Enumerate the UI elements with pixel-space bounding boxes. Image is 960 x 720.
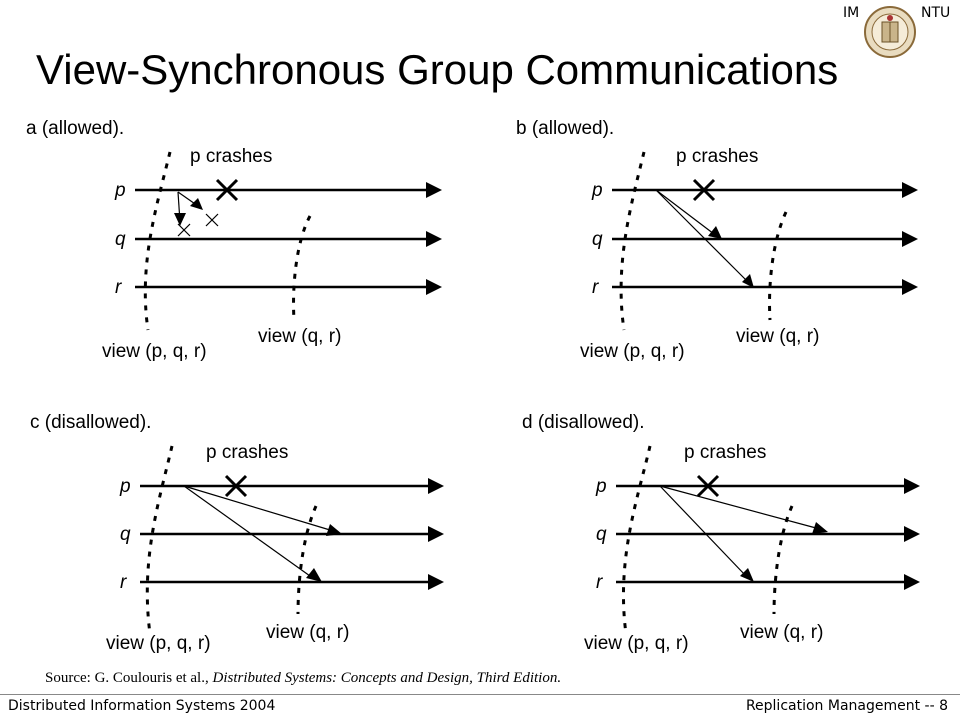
view-boundary-after [772,505,794,615]
lost-message-x-icon [177,213,219,237]
diagram-d-view-before-label: view (p, q, r) [584,633,689,654]
diagram-a-canvas: a (allowed). p crashes p q r [26,118,442,362]
diagram-b-view-before-label: view (p, q, r) [580,341,685,362]
diagram-a-view-after-label: view (q, r) [258,326,341,347]
diagram-d-label-q: q [596,524,607,545]
corner-label-ntu: NTU [921,5,951,21]
crash-x-icon [224,474,248,498]
view-boundary-before [145,445,174,635]
diagram-b-label-p: p [591,180,603,201]
view-boundary-before [143,151,172,331]
diagram-d-caption: d (disallowed). [522,412,645,433]
diagram-a: a (allowed). p crashes p q r [20,112,500,382]
crash-x-icon [215,178,239,202]
footer-course: Distributed Information Systems 2004 [8,698,276,714]
diagram-a-caption: a (allowed). [26,118,124,139]
diagram-d: d (disallowed). p crashes p q r view (p,… [496,408,960,678]
diagram-b-label-q: q [592,229,603,250]
crash-x-icon [692,178,716,202]
slide-title: View-Synchronous Group Communications [36,46,839,93]
footer-divider [0,694,960,695]
diagram-a-label-p: p [114,180,126,201]
diagram-c-caption: c (disallowed). [30,412,151,433]
diagram-d-crash-label: p crashes [684,442,766,463]
diagram-a-view-before-label: view (p, q, r) [102,341,207,362]
diagram-d-label-p: p [595,476,607,497]
source-book-title: Distributed Systems: Concepts and Design… [212,670,562,686]
diagram-c-label-p: p [119,476,131,497]
corner-label-im: IM [843,5,860,21]
diagram-b-crash-label: p crashes [676,146,758,167]
diagram-a-label-q: q [115,229,126,250]
diagram-d-timelines [616,484,906,584]
diagram-c: c (disallowed). p crashes p q r view (p,… [20,408,500,678]
diagram-d-view-after-label: view (q, r) [740,622,823,643]
university-seal-icon [864,6,916,58]
diagram-c-label-q: q [120,524,131,545]
diagram-c-crash-label: p crashes [206,442,288,463]
diagram-a-timelines [135,188,428,289]
diagram-d-messages [659,485,817,577]
footer-page: Replication Management -- 8 [745,698,948,714]
diagram-c-messages [183,485,331,577]
diagram-c-canvas: c (disallowed). p crashes p q r view (p,… [30,412,444,654]
diagram-b-caption: b (allowed). [516,118,614,139]
view-boundary-after [768,211,788,321]
view-boundary-before [622,445,652,635]
source-citation: Source: G. Coulouris et al., Distributed… [45,670,925,687]
diagram-a-crash-label: p crashes [190,146,272,167]
diagram-a-arrowheads [426,182,442,295]
crash-x-icon [696,474,720,498]
source-prefix: Source: G. Coulouris et al., [45,670,213,686]
diagram-b-view-after-label: view (q, r) [736,326,819,347]
diagram-c-view-before-label: view (p, q, r) [106,633,211,654]
diagram-d-canvas: d (disallowed). p crashes p q r view (p,… [522,412,920,654]
diagram-b: b (allowed). p crashes p q r view (p, q,… [496,112,960,382]
diagram-b-timelines [612,188,904,289]
diagram-b-canvas: b (allowed). p crashes p q r view (p, q,… [516,118,918,362]
diagram-b-label-r: r [592,277,599,298]
diagram-c-timelines [140,484,430,584]
diagram-d-label-r: r [596,572,603,593]
diagram-c-label-r: r [120,572,127,593]
diagram-b-messages [655,189,749,283]
diagram-c-view-after-label: view (q, r) [266,622,349,643]
view-boundary-before [619,151,646,331]
view-boundary-after [296,505,318,615]
view-boundary-after [292,215,312,321]
diagram-a-label-r: r [115,277,122,298]
